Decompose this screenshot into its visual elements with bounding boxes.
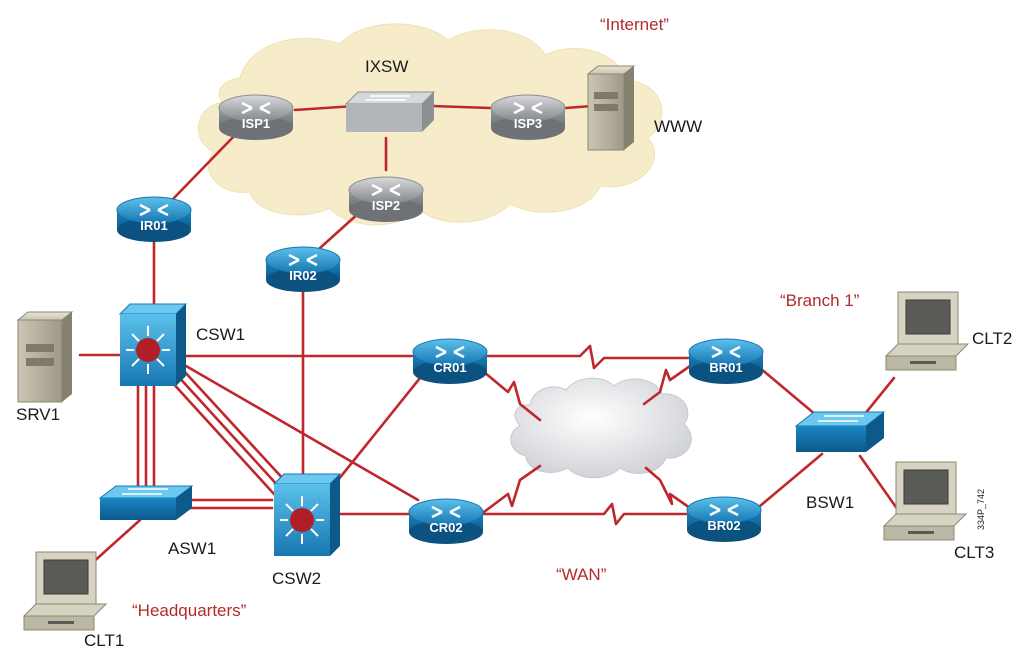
- server-srv1-label: SRV1: [16, 405, 60, 424]
- router-br02[interactable]: BR02: [686, 496, 762, 542]
- router-br02-label: BR02: [707, 518, 740, 533]
- workstation-clt2[interactable]: [884, 291, 970, 371]
- router-isp3-label: ISP3: [514, 116, 542, 131]
- link-cr01-br01: [486, 344, 692, 370]
- switch-csw2[interactable]: [272, 473, 342, 556]
- server-www-label: WWW: [654, 117, 702, 136]
- switch-bsw1[interactable]: [794, 411, 886, 452]
- switch-ixsw[interactable]: [344, 91, 436, 132]
- workstation-clt1-label: CLT1: [84, 631, 124, 650]
- router-cr01[interactable]: CR01: [412, 338, 488, 384]
- link-cr02-br02: [482, 502, 692, 526]
- workstation-clt2-label: CLT2: [972, 329, 1012, 348]
- router-cr02-label: CR02: [429, 520, 462, 535]
- server-srv1[interactable]: [16, 311, 74, 403]
- router-br01[interactable]: BR01: [688, 338, 764, 384]
- router-ir01[interactable]: IR01: [116, 196, 192, 242]
- router-ir02[interactable]: IR02: [265, 246, 341, 292]
- link-csw1-cr02: [184, 364, 420, 502]
- link-csw1-csw2-a: [174, 372, 282, 490]
- server-www[interactable]: [586, 65, 636, 151]
- router-ir02-label: IR02: [289, 268, 316, 283]
- figure-code: 334P_742: [976, 489, 986, 530]
- link-csw1-csw2-b: [168, 378, 276, 496]
- switch-asw1[interactable]: [98, 485, 194, 520]
- router-br01-label: BR01: [709, 360, 742, 375]
- workstation-clt1[interactable]: [22, 551, 108, 631]
- router-isp2[interactable]: ISP2: [348, 176, 424, 222]
- zone-label-wan: “WAN”: [556, 565, 607, 584]
- workstation-clt3[interactable]: [882, 461, 968, 541]
- link-br02-wan: [644, 466, 692, 510]
- internet-cloud: [197, 23, 663, 226]
- link-isp1-ir01: [170, 130, 240, 202]
- router-isp1-label: ISP1: [242, 116, 270, 131]
- link-br01-bsw1: [758, 366, 824, 422]
- zone-label-internet: “Internet”: [600, 15, 669, 34]
- link-isp2-ir02: [318, 210, 362, 250]
- link-br01-wan: [642, 364, 692, 406]
- router-cr02[interactable]: CR02: [408, 498, 484, 544]
- link-bsw1-clt3: [858, 454, 900, 512]
- link-isp1-ixsw: [293, 104, 357, 112]
- switch-csw1[interactable]: [118, 303, 188, 386]
- switch-ixsw-label: IXSW: [365, 57, 408, 76]
- wan-cloud: [510, 377, 692, 479]
- switch-csw2-label: CSW2: [272, 569, 321, 588]
- switch-asw1-label: ASW1: [168, 539, 216, 558]
- link-cr01-wan: [482, 370, 542, 422]
- link-cr02-wan: [482, 464, 542, 514]
- link-ixsw-isp3: [430, 104, 492, 110]
- router-isp3[interactable]: ISP3: [490, 94, 566, 140]
- switch-csw1-label: CSW1: [196, 325, 245, 344]
- link-cr01-csw2: [328, 376, 422, 492]
- link-csw1-csw2-c: [181, 368, 288, 484]
- zone-label-headquarters: “Headquarters”: [132, 601, 247, 620]
- zone-label-branch: “Branch 1”: [780, 291, 860, 310]
- workstation-clt3-label: CLT3: [954, 543, 994, 562]
- router-isp2-label: ISP2: [372, 198, 400, 213]
- switch-bsw1-label: BSW1: [806, 493, 854, 512]
- router-ir01-label: IR01: [140, 218, 167, 233]
- link-br02-bsw1: [758, 452, 824, 508]
- router-isp1[interactable]: ISP1: [218, 94, 294, 140]
- router-cr01-label: CR01: [433, 360, 466, 375]
